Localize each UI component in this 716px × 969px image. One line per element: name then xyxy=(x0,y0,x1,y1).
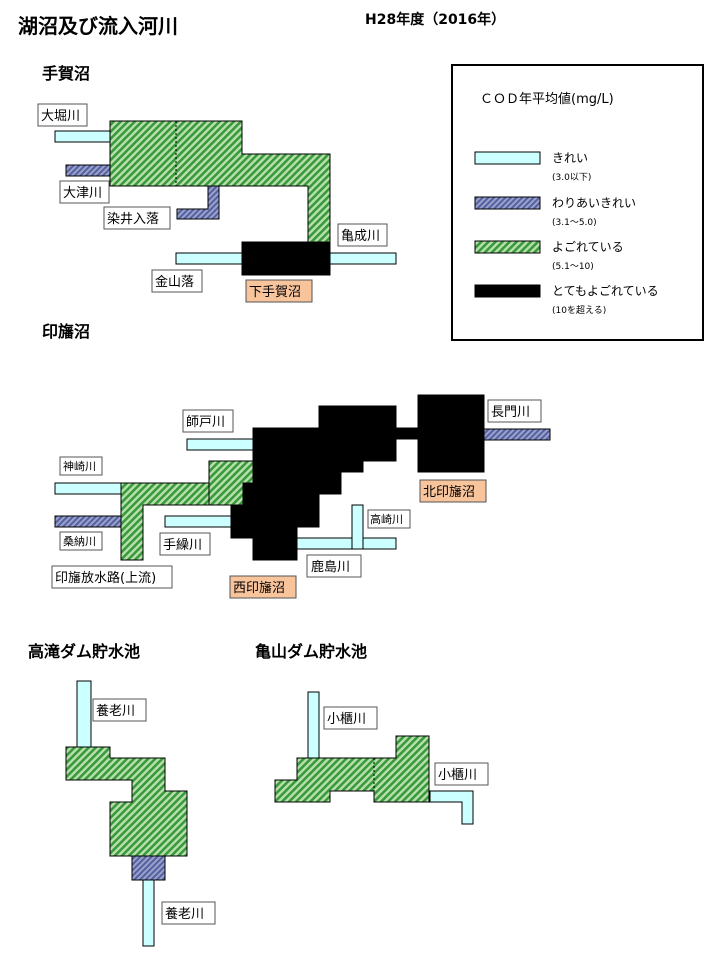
takataki-reservoir xyxy=(65,746,188,881)
legend: ＣＯＤ年平均値(mg/L) きれい (3.0以下) わりあいきれい (3.1～5… xyxy=(451,64,704,341)
label-otsu: 大津川 xyxy=(63,186,102,201)
legend-label-clean: きれい xyxy=(552,151,588,165)
kamenari-river xyxy=(329,252,397,265)
section-inbanuma: 印旛沼 師戸川 神崎川 桑納川 手繰川 印旛放水路(上流) 西印旛沼 鹿島川 高… xyxy=(42,322,551,599)
legend-range-clean: (3.0以下) xyxy=(552,173,591,183)
label-nishi-inbanuma: 西印旛沼 xyxy=(233,580,285,596)
legend-range-very-dirty: (10を超える) xyxy=(552,304,606,316)
takataki-heading: 高滝ダム貯水池 xyxy=(28,642,140,661)
teganuma-heading: 手賀沼 xyxy=(42,64,90,83)
label-kamenari: 亀成川 xyxy=(341,229,380,244)
label-obitsu-2: 小櫃川 xyxy=(438,768,477,783)
kita-inbanuma-lake xyxy=(417,394,485,473)
kaneyama-channel xyxy=(175,252,243,265)
page-title: 湖沼及び流入河川 xyxy=(18,14,178,38)
label-nagato: 長門川 xyxy=(491,405,530,420)
legend-range-fair: (3.1～5.0) xyxy=(552,218,597,228)
label-shimo-teganuma: 下手賀沼 xyxy=(249,285,301,300)
inbanuma-heading: 印旛沼 xyxy=(42,322,90,341)
tegurigawa-river xyxy=(164,515,232,528)
kano-river xyxy=(54,515,122,528)
fiscal-year: H28年度（2016年） xyxy=(365,11,505,28)
section-teganuma: 手賀沼 大堀川 大津川 染井入落 金山落 亀成川 下手賀沼 xyxy=(37,64,397,303)
legend-swatch-clean xyxy=(474,151,541,165)
label-somei: 染井入落 xyxy=(107,212,159,227)
legend-label-fair: わりあいきれい xyxy=(552,196,636,210)
section-takataki: 高滝ダム貯水池 養老川 養老川 xyxy=(28,642,216,947)
legend-swatch-dirty xyxy=(474,240,541,254)
yoro-inflow xyxy=(76,680,92,748)
legend-title: ＣＯＤ年平均値(mg/L) xyxy=(480,91,614,107)
obitsu-outflow xyxy=(429,790,474,825)
label-kashima: 鹿島川 xyxy=(311,559,350,575)
label-tegurigawa: 手繰川 xyxy=(163,538,202,553)
kashima-river xyxy=(296,537,397,550)
label-takasaki: 高崎川 xyxy=(370,512,403,526)
section-kameyama: 亀山ダム貯水池 小櫃川 小櫃川 xyxy=(255,642,489,825)
label-yoro-in: 養老川 xyxy=(96,703,135,719)
label-obitsu-1: 小櫃川 xyxy=(327,712,366,727)
ohori-river xyxy=(54,130,111,143)
label-kanzaki: 神崎川 xyxy=(63,459,96,473)
somei-channel xyxy=(176,185,220,220)
label-housui: 印旛放水路(上流) xyxy=(55,570,156,586)
legend-range-dirty: (5.1～10) xyxy=(552,262,594,272)
yoro-outflow xyxy=(142,879,155,947)
label-ohori: 大堀川 xyxy=(41,109,80,124)
legend-label-dirty: よごれている xyxy=(552,239,624,254)
shimo-teganuma-lake xyxy=(241,241,331,276)
label-moroto: 師戸川 xyxy=(186,415,225,430)
nishi-inbanuma-lake xyxy=(230,405,419,561)
label-kano: 桑納川 xyxy=(63,535,96,548)
legend-swatch-very-dirty xyxy=(474,284,541,298)
nagato-river xyxy=(483,428,551,441)
takataki-outlet xyxy=(131,855,166,881)
otsu-river xyxy=(65,164,111,177)
obitsu-inflow xyxy=(307,691,320,759)
kanzaki-river xyxy=(54,482,122,495)
kameyama-heading: 亀山ダム貯水池 xyxy=(255,642,367,661)
moroto-river xyxy=(186,438,254,451)
legend-label-very-dirty: とてもよごれている xyxy=(552,283,659,298)
label-kita-inbanuma: 北印旛沼 xyxy=(423,484,475,500)
label-yoro-out: 養老川 xyxy=(165,906,204,922)
legend-swatch-fair xyxy=(474,196,541,210)
label-kaneyama: 金山落 xyxy=(155,274,194,290)
kameyama-reservoir xyxy=(274,735,430,803)
takasaki-river xyxy=(351,504,364,550)
